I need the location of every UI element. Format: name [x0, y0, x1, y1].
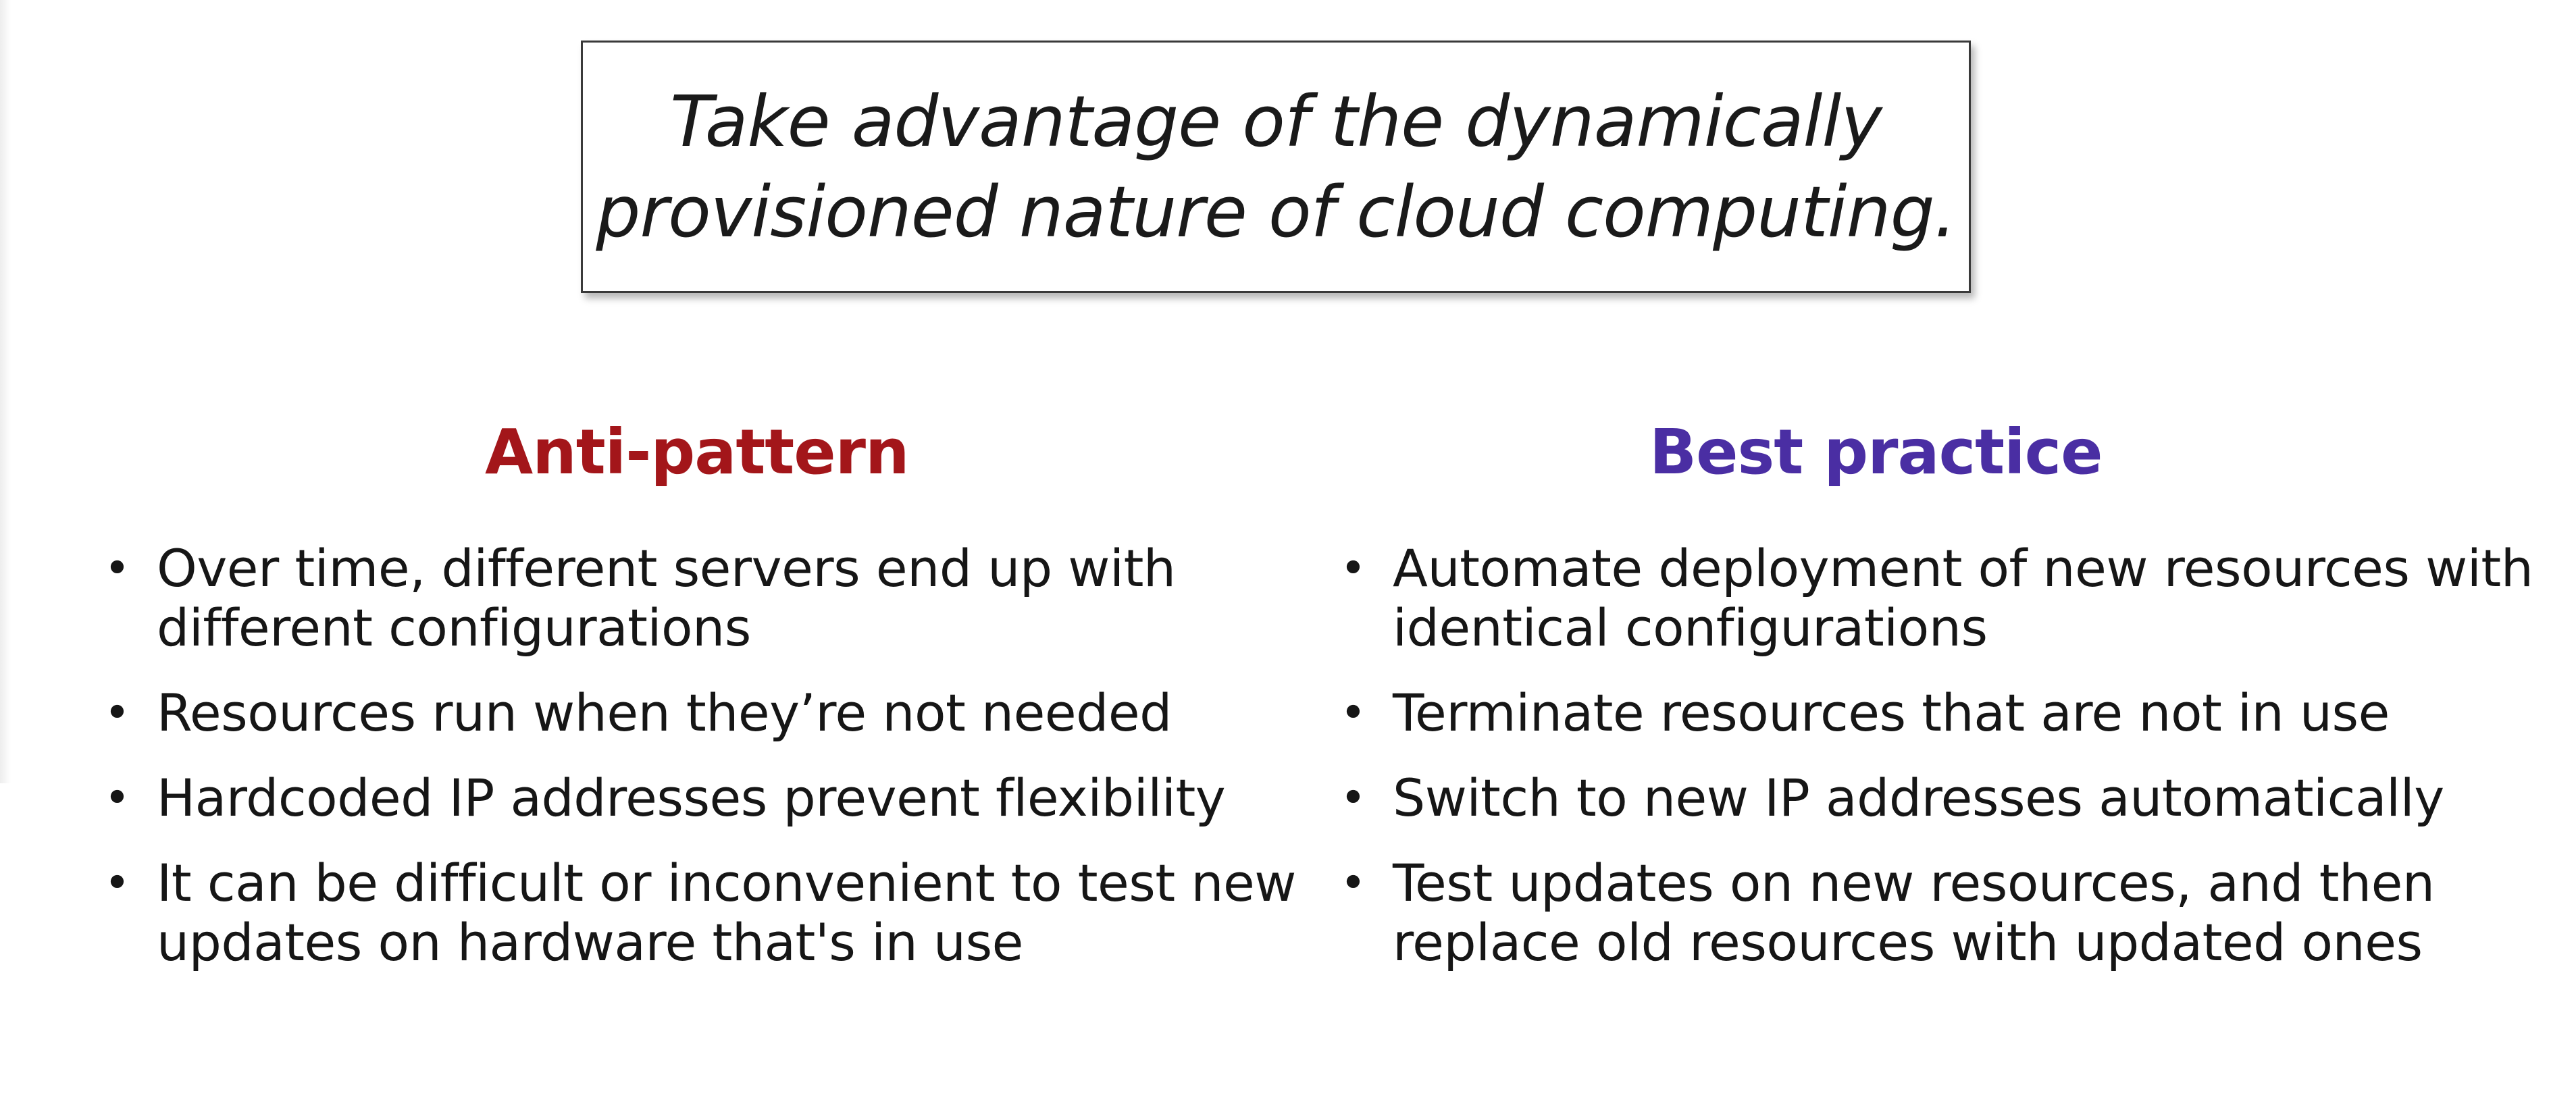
- best-practice-item: Terminate resources that are not in use: [1337, 683, 2576, 743]
- best-practice-item-line: Automate deployment of new resources wit…: [1393, 538, 2533, 598]
- best-practice-heading: Best practice: [1649, 416, 2103, 488]
- anti-pattern-item-line: Hardcoded IP addresses prevent flexibili…: [157, 768, 1226, 828]
- anti-pattern-item-line: It can be difficult or inconvenient to t…: [157, 853, 1296, 913]
- quote-line-2: provisioned nature of cloud computing.: [596, 171, 1956, 253]
- anti-pattern-list: Over time, different servers end up with…: [101, 539, 1296, 998]
- anti-pattern-item: Hardcoded IP addresses prevent flexibili…: [101, 768, 1226, 829]
- best-practice-item-line: Test updates on new resources, and then: [1393, 853, 2435, 913]
- best-practice-item-line: replace old resources with updated ones: [1393, 912, 2423, 972]
- best-practice-list: Automate deployment of new resources wit…: [1337, 539, 2576, 998]
- anti-pattern-item: Resources run when they’re not needed: [101, 683, 1210, 743]
- anti-pattern-item-line: updates on hardware that's in use: [157, 912, 1023, 972]
- best-practice-item-line: Terminate resources that are not in use: [1393, 683, 2390, 743]
- quote-text: Take advantage of the dynamically provis…: [596, 76, 1956, 257]
- anti-pattern-heading: Anti-pattern: [485, 416, 910, 488]
- anti-pattern-item-line: different configurations: [157, 598, 751, 658]
- best-practice-item-line: Switch to new IP addresses automatically: [1393, 768, 2444, 828]
- anti-pattern-item-line: Resources run when they’re not needed: [157, 683, 1172, 743]
- quote-line-1: Take advantage of the dynamically: [670, 80, 1882, 163]
- quote-box: Take advantage of the dynamically provis…: [581, 41, 1971, 293]
- best-practice-item-line: identical configurations: [1393, 598, 1988, 658]
- best-practice-item: Automate deployment of new resources wit…: [1337, 539, 2576, 658]
- left-edge-shadow: [0, 0, 11, 783]
- best-practice-item: Switch to new IP addresses automatically: [1337, 768, 2576, 829]
- anti-pattern-item: It can be difficult or inconvenient to t…: [101, 853, 1296, 972]
- anti-pattern-item: Over time, different servers end up with…: [101, 539, 1210, 658]
- best-practice-item: Test updates on new resources, and then …: [1337, 854, 2576, 972]
- anti-pattern-item-line: Over time, different servers end up with: [157, 538, 1176, 598]
